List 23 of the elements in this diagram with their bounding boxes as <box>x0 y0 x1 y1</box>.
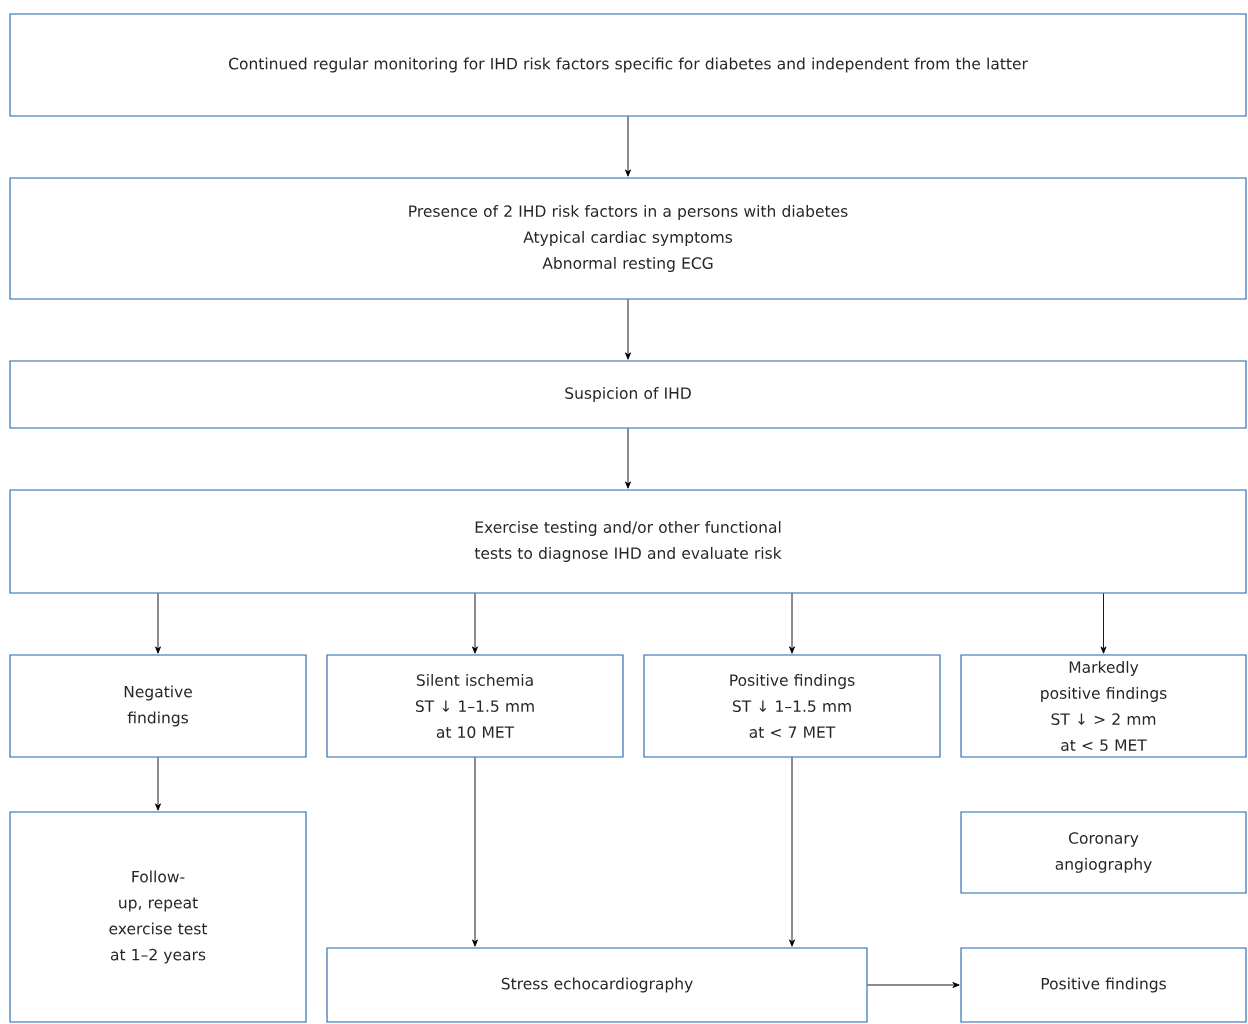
arrow <box>789 593 795 654</box>
arrow <box>472 757 478 947</box>
process-box: Suspicion of IHD <box>9 360 1247 429</box>
arrow <box>789 757 795 947</box>
process-box: Silent ischemia ST ↓ 1–1.5 mm at 10 MET <box>326 654 624 758</box>
process-box: Positive findings ST ↓ 1–1.5 mm at < 7 MET <box>643 654 941 758</box>
arrow <box>867 982 960 988</box>
arrow <box>472 593 478 654</box>
arrow <box>625 428 631 489</box>
arrow <box>155 757 161 811</box>
arrow <box>1100 593 1107 654</box>
process-box: Continued regular monitoring for IHD risk factors specific for diabetes and independent from the latter <box>9 13 1247 117</box>
process-box: Markedly positive findings ST ↓ > 2 mm at < 5 MET <box>960 654 1247 758</box>
process-box: Presence of 2 IHD risk factors in a persons with diabetes Atypical cardiac symptoms Abnormal resting ECG <box>9 177 1247 300</box>
process-box: Positive findings <box>960 947 1247 1023</box>
process-box: Exercise testing and/or other functional tests to diagnose IHD and evaluate risk <box>9 489 1247 594</box>
arrow <box>155 593 161 654</box>
process-box: Stress echocardiography <box>326 947 868 1023</box>
process-box: Negative findings <box>9 654 307 758</box>
process-box: Coronary angiography <box>960 811 1247 894</box>
arrow <box>625 116 631 177</box>
arrow <box>625 299 631 360</box>
process-box: Follow-up, repeat exercise test at 1–2 years <box>9 811 307 1023</box>
